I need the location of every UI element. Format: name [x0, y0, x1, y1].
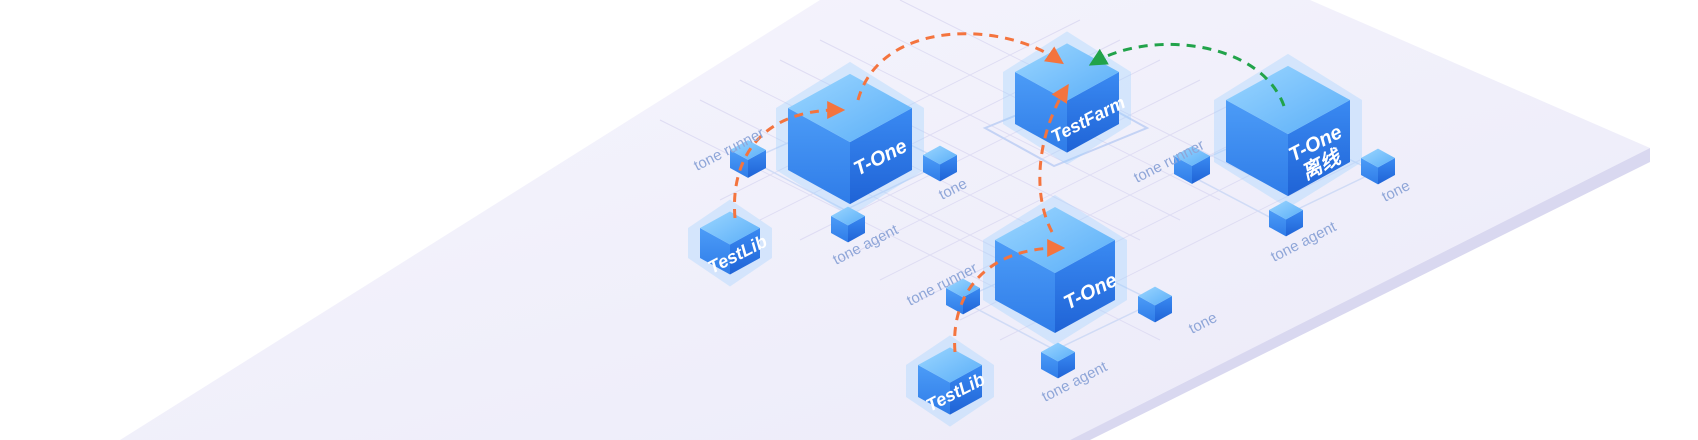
cube-tone-agent-left — [831, 206, 865, 243]
cube-tone-left — [923, 145, 957, 182]
cube-testlib-left — [688, 199, 772, 287]
cube-testlib-center — [906, 335, 994, 427]
cube-tone-runner-offline — [1174, 146, 1210, 184]
cube-tone-center — [1138, 286, 1172, 323]
cube-tone-agent-center — [1041, 342, 1075, 379]
cube-t-one-left — [776, 61, 924, 217]
platform — [120, 0, 1650, 440]
arrow-testlib-left-to-t-one — [732, 101, 846, 219]
cube-t-one-offline — [1214, 53, 1362, 209]
cube-tone-offline — [1361, 148, 1395, 185]
arrow-testlib-center-to-t-one — [953, 239, 1066, 353]
arrow-t-one-left-to-testfarm — [856, 32, 1064, 101]
arrow-t-one-center-to-testfarm — [1038, 83, 1069, 233]
cube-tone-agent-offline — [1269, 200, 1303, 237]
